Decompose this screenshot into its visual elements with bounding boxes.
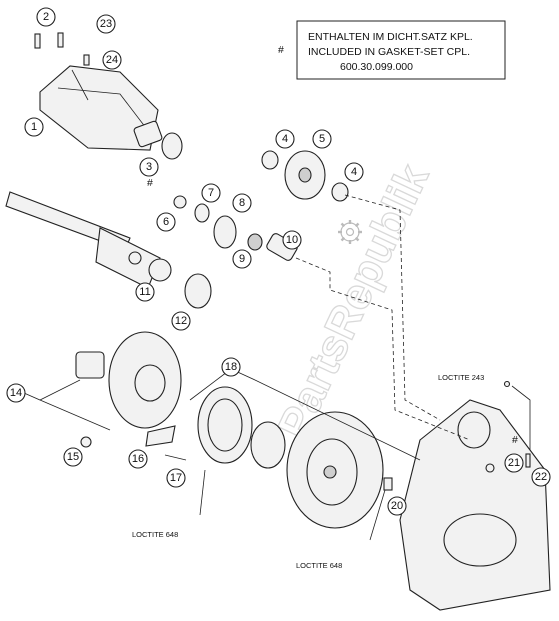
svg-text:6: 6 [163, 216, 169, 228]
loctite-243-leader [511, 385, 531, 450]
leader-18b [189, 368, 232, 401]
svg-text:11: 11 [139, 286, 150, 298]
svg-text:12: 12 [175, 315, 187, 327]
leader-loctite-648-mid [369, 489, 386, 541]
svg-text:7: 7 [208, 187, 214, 199]
dashed-line-shaft [344, 194, 441, 421]
callout-14: 14 [6, 383, 26, 403]
svg-text:5: 5 [319, 133, 325, 145]
svg-text:18: 18 [225, 361, 237, 373]
loctite-648-mid-label: LOCTITE 648 [296, 561, 342, 570]
leader-loctite-648-left [199, 469, 206, 516]
callout-20: 20 [387, 496, 407, 516]
svg-text:8: 8 [239, 197, 245, 209]
callout-1: 1 [24, 117, 44, 137]
svg-text:22: 22 [535, 471, 547, 483]
svg-text:4: 4 [351, 166, 357, 178]
callout-4b: 4 [344, 162, 364, 182]
callout-7: 7 [201, 183, 221, 203]
leader-14 [23, 379, 81, 401]
note-line-2: INCLUDED IN GASKET-SET CPL. [308, 46, 470, 58]
callout-15: 15 [63, 447, 83, 467]
marker-gasket-21: # [512, 434, 518, 446]
svg-text:20: 20 [391, 500, 403, 512]
dashed-line-gear [295, 257, 471, 441]
callout-4a: 4 [275, 129, 295, 149]
loctite-648-left-label: LOCTITE 648 [132, 530, 178, 539]
svg-text:17: 17 [170, 472, 182, 484]
callout-11: 11 [135, 282, 155, 302]
svg-text:14: 14 [10, 387, 22, 399]
callout-8: 8 [232, 193, 252, 213]
flywheel-assembly [197, 386, 393, 529]
ignition-cover [399, 380, 551, 611]
svg-text:23: 23 [100, 18, 112, 30]
starter-screws [34, 32, 90, 66]
callout-3: 3 [139, 157, 159, 177]
note-marker: # [278, 44, 284, 56]
leader-14b [39, 399, 111, 431]
svg-text:24: 24 [106, 54, 118, 66]
callout-12: 12 [171, 311, 191, 331]
crank-shaft [5, 191, 161, 289]
callout-10: 10 [282, 230, 302, 250]
leader-18 [230, 368, 421, 461]
callout-5: 5 [312, 129, 332, 149]
small-parts-cluster [148, 195, 298, 309]
callout-21: 21 [504, 453, 524, 473]
starter-motor [39, 65, 183, 160]
marker-gasket-3: # [147, 177, 153, 189]
watermark-text: PartsRepublik [269, 157, 439, 446]
svg-text:1: 1 [31, 121, 37, 133]
svg-text:16: 16 [132, 453, 144, 465]
callout-6: 6 [156, 212, 176, 232]
callout-2: 2 [36, 7, 56, 27]
callout-24: 24 [102, 50, 122, 70]
svg-text:4: 4 [282, 133, 288, 145]
gasket-set-note: # ENTHALTEN IM DICHT.SATZ KPL. INCLUDED … [278, 20, 506, 80]
note-line-1: ENTHALTEN IM DICHT.SATZ KPL. [308, 31, 473, 43]
large-gear-assembly [75, 331, 187, 461]
callout-9: 9 [232, 249, 252, 269]
note-line-3: 600.30.099.000 [340, 61, 413, 73]
callout-16: 16 [128, 449, 148, 469]
callout-18: 18 [221, 357, 241, 377]
callout-23: 23 [96, 14, 116, 34]
loctite-243-label: LOCTITE 243 [438, 373, 484, 382]
svg-text:9: 9 [239, 253, 245, 265]
svg-text:2: 2 [43, 11, 49, 23]
svg-text:21: 21 [508, 457, 520, 469]
gear-icon [338, 220, 362, 244]
svg-text:3: 3 [146, 161, 152, 173]
callout-17: 17 [166, 468, 186, 488]
svg-text:15: 15 [67, 451, 79, 463]
svg-text:10: 10 [286, 234, 298, 246]
callout-22: 22 [531, 467, 551, 487]
top-gear-cluster [261, 150, 349, 202]
